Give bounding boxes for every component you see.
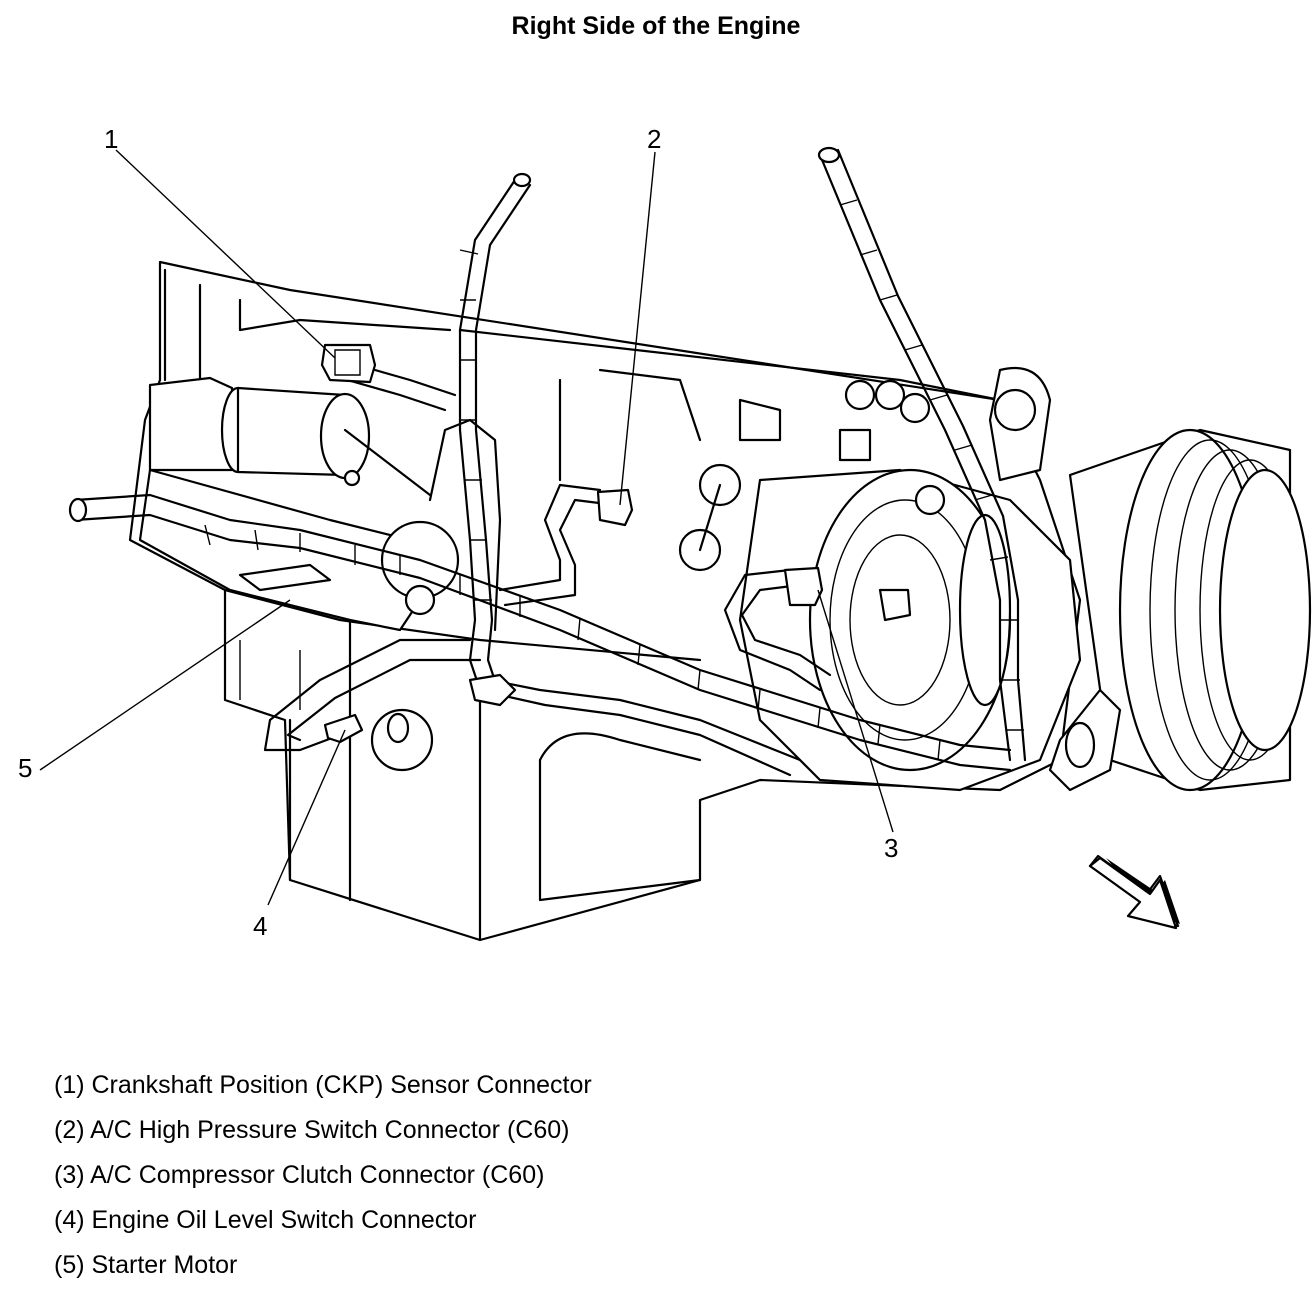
forward-arrow-icon <box>1088 854 1180 930</box>
callout-3: 3 <box>884 833 898 863</box>
callout-5: 5 <box>18 753 32 783</box>
callout-2: 2 <box>647 124 661 154</box>
legend-item: (5) Starter Motor <box>54 1251 238 1279</box>
ckp-sensor-connector <box>320 343 377 384</box>
callout-4: 4 <box>253 911 267 941</box>
leader-lines <box>39 149 894 906</box>
callout-legend: (1) Crankshaft Position (CKP) Sensor Con… <box>54 1068 592 1293</box>
engine-illustration: 1 2 3 4 5 <box>18 124 1312 942</box>
callout-1: 1 <box>104 124 118 154</box>
starter-motor <box>138 376 460 632</box>
connectors <box>320 343 912 772</box>
legend-item: (1) Crankshaft Position (CKP) Sensor Con… <box>54 1071 592 1099</box>
legend-item: (4) Engine Oil Level Switch Connector <box>54 1206 477 1234</box>
ac-compressor-clutch-connector <box>783 566 912 622</box>
diagram-title: Right Side of the Engine <box>511 12 801 40</box>
legend-item: (3) A/C Compressor Clutch Connector (C60… <box>54 1161 545 1189</box>
ac-high-pressure-switch-connector <box>596 488 634 527</box>
fittings <box>678 366 1052 572</box>
wiring-harness <box>68 146 1027 777</box>
legend-item: (2) A/C High Pressure Switch Connector (… <box>54 1116 570 1144</box>
engine-oil-level-switch-connector <box>323 708 434 772</box>
